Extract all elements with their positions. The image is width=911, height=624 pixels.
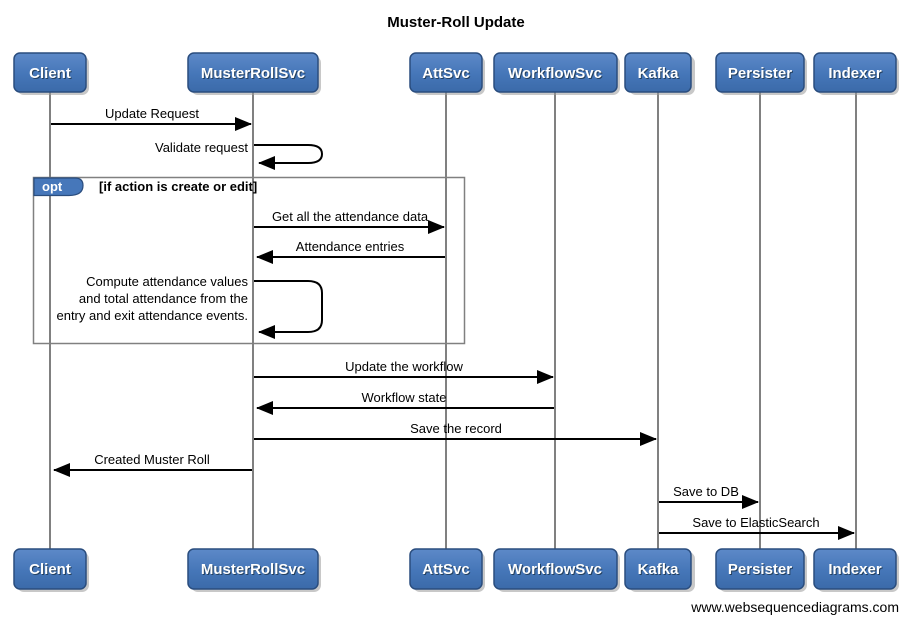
message-label-save-to-db: Save to DB xyxy=(673,484,739,499)
actor-label: Indexer xyxy=(828,561,882,578)
actor-label: Client xyxy=(29,65,71,82)
actor-label: MusterRollSvc xyxy=(201,561,305,578)
actor-label: MusterRollSvc xyxy=(201,65,305,82)
actor-top-persister: Persister Persister xyxy=(715,52,807,95)
actor-label: WorkflowSvc xyxy=(508,65,602,82)
actor-label-shadow: Indexer xyxy=(829,66,883,83)
actor-label-shadow: Kafka xyxy=(639,66,681,83)
diagram-title: Muster-Roll Update xyxy=(387,14,525,31)
opt-fragment-border xyxy=(32,176,466,345)
message-label-get-attendance-data: Get all the attendance data xyxy=(272,209,429,224)
actor-top-client: Client Client xyxy=(13,52,89,95)
actor-bottom-attsvc: AttSvc AttSvc xyxy=(409,548,485,592)
actor-label-shadow: Persister xyxy=(729,562,793,579)
message-label-update-workflow: Update the workflow xyxy=(345,359,463,374)
actor-bottom-indexer: Indexer Indexer xyxy=(813,548,899,592)
actor-box xyxy=(187,52,319,93)
compute-line-3: entry and exit attendance events. xyxy=(56,308,248,323)
actor-label-shadow: Client xyxy=(30,66,72,83)
actor-label-shadow: Persister xyxy=(729,66,793,83)
websequencediagrams-credit: www.websequencediagrams.com xyxy=(690,599,899,615)
compute-line-2: and total attendance from the xyxy=(79,291,248,306)
message-label-workflow-state: Workflow state xyxy=(361,390,446,405)
message-arrow-validate-request-selfloop xyxy=(254,144,324,170)
actor-label: AttSvc xyxy=(422,65,470,82)
actor-box xyxy=(409,548,483,590)
actor-label-shadow: MusterRollSvc xyxy=(202,562,306,579)
actor-label: Persister xyxy=(728,65,792,82)
actor-label: Persister xyxy=(728,561,792,578)
actor-box xyxy=(13,548,87,590)
actor-box xyxy=(715,52,805,93)
actor-box xyxy=(813,548,897,590)
message-label-created-muster-roll: Created Muster Roll xyxy=(94,452,210,467)
actor-bottom-workflowsvc: WorkflowSvc WorkflowSvc xyxy=(493,548,620,592)
actor-label-shadow: Indexer xyxy=(829,562,883,579)
actor-top-musterrollsvc: MusterRollSvc MusterRollSvc xyxy=(187,52,321,95)
actor-label: Client xyxy=(29,561,71,578)
opt-fragment-tab xyxy=(33,177,84,197)
actor-label-shadow: AttSvc xyxy=(423,562,471,579)
message-label-compute-attendance: Compute attendance values and total atte… xyxy=(56,274,248,323)
actor-box xyxy=(624,548,692,590)
actor-label: Kafka xyxy=(638,561,680,578)
actor-bottom-client: Client Client xyxy=(13,548,89,592)
actor-label: AttSvc xyxy=(422,561,470,578)
actor-label: Kafka xyxy=(638,65,680,82)
actor-box xyxy=(813,52,897,93)
actor-top-attsvc: AttSvc AttSvc xyxy=(409,52,485,95)
actor-bottom-musterrollsvc: MusterRollSvc MusterRollSvc xyxy=(187,548,321,592)
actor-label: WorkflowSvc xyxy=(508,561,602,578)
actor-label-shadow: WorkflowSvc xyxy=(509,66,603,83)
actor-box xyxy=(187,548,319,590)
actor-label-shadow: Kafka xyxy=(639,562,681,579)
actor-box xyxy=(624,52,692,93)
lifelines xyxy=(49,92,857,549)
message-arrow-compute-attendance-selfloop xyxy=(254,280,323,339)
message-label-save-to-elasticsearch: Save to ElasticSearch xyxy=(692,515,819,530)
actor-box xyxy=(409,52,483,93)
message-label-attendance-entries: Attendance entries xyxy=(296,239,405,254)
actor-box xyxy=(493,52,618,93)
opt-operator-label: opt xyxy=(42,179,63,194)
actor-top-kafka: Kafka Kafka xyxy=(624,52,695,95)
compute-line-1: Compute attendance values xyxy=(86,274,248,289)
actor-box xyxy=(493,548,618,590)
actor-label: Indexer xyxy=(828,65,882,82)
actor-row-top: Client Client MusterRollSvc MusterRollSv… xyxy=(13,52,899,95)
actor-bottom-persister: Persister Persister xyxy=(715,548,807,592)
actor-label-shadow: Client xyxy=(30,562,72,579)
actor-top-workflowsvc: WorkflowSvc WorkflowSvc xyxy=(493,52,620,95)
message-label-validate-request: Validate request xyxy=(155,140,248,155)
actor-row-bottom: Client Client MusterRollSvc MusterRollSv… xyxy=(13,548,899,592)
message-label-update-request: Update Request xyxy=(105,106,199,121)
message-label-save-record: Save the record xyxy=(410,421,502,436)
actor-label-shadow: MusterRollSvc xyxy=(202,66,306,83)
opt-fragment: opt [if action is create or edit] xyxy=(32,176,466,345)
opt-condition-label: [if action is create or edit] xyxy=(99,179,257,194)
actor-top-indexer: Indexer Indexer xyxy=(813,52,899,95)
actor-box xyxy=(715,548,805,590)
actor-label-shadow: WorkflowSvc xyxy=(509,562,603,579)
actor-label-shadow: AttSvc xyxy=(423,66,471,83)
messages: Update Request Validate request Get all … xyxy=(51,106,855,540)
actor-box xyxy=(13,52,87,93)
actor-bottom-kafka: Kafka Kafka xyxy=(624,548,695,592)
